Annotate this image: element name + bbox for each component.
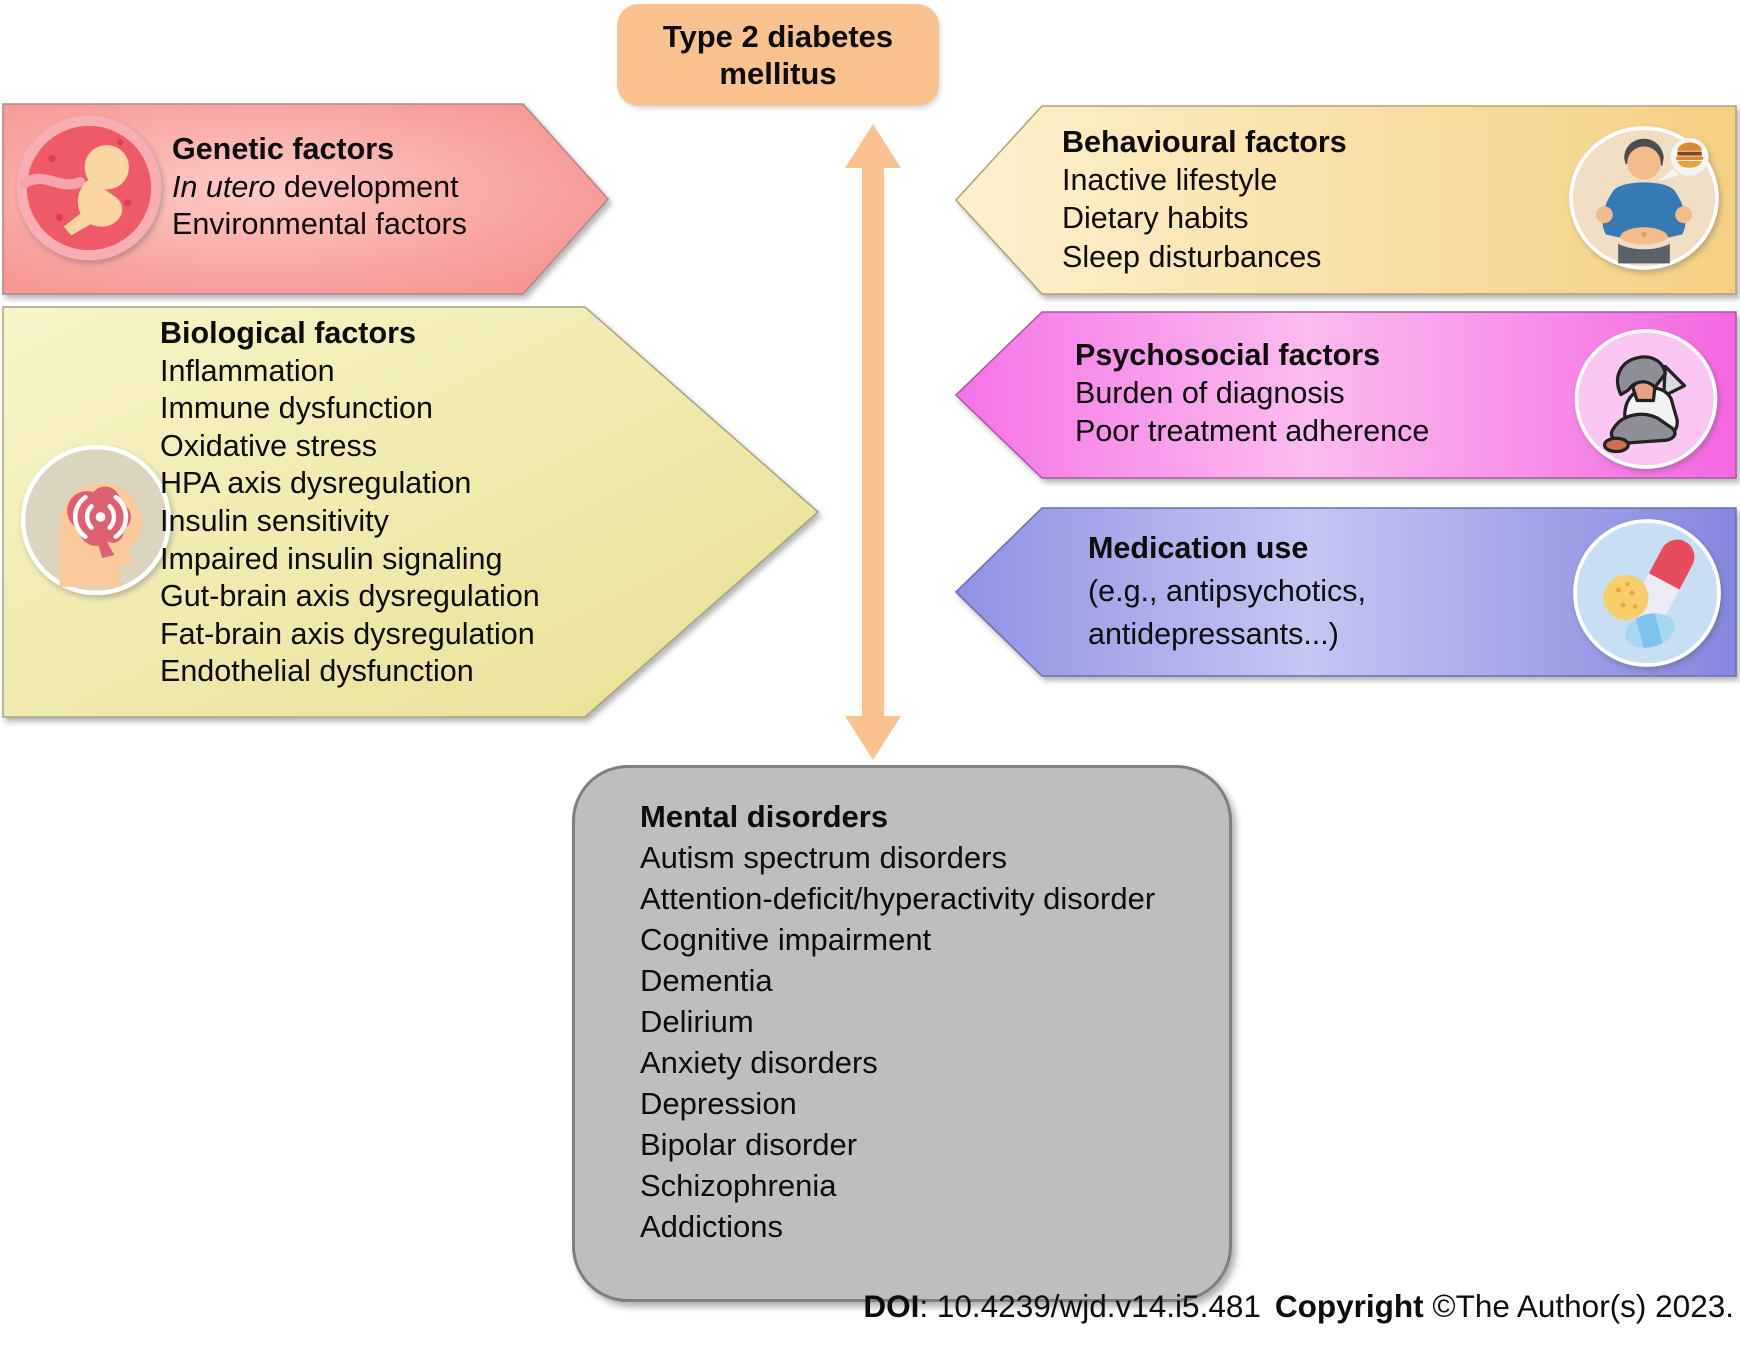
doi-value: : 10.4239/wjd.v14.i5.481 <box>919 1288 1261 1324</box>
genetic-factors-heading: Genetic factors <box>172 132 395 166</box>
psychosocial-factors-text: Psychosocial factors Burden of diagnosis… <box>1075 336 1429 451</box>
behavioural-item: Sleep disturbances <box>1062 239 1322 274</box>
mental-disorders-text: Mental disorders Autism spectrum disorde… <box>640 796 1155 1247</box>
biological-item: Endothelial dysfunction <box>160 654 474 689</box>
doi-label: DOI <box>863 1288 920 1324</box>
mental-disorders-box <box>572 765 1232 1302</box>
overweight-person-icon <box>1569 126 1719 270</box>
biological-item: Insulin sensitivity <box>160 503 389 538</box>
mental-item: Bipolar disorder <box>640 1127 858 1162</box>
mental-item: Dementia <box>640 963 773 998</box>
genetic-item: In utero development <box>172 169 467 207</box>
mental-item: Cognitive impairment <box>640 922 932 957</box>
behavioural-item: Dietary habits <box>1062 201 1249 236</box>
biological-factors-arrow-shape <box>2 306 820 718</box>
mental-item: Autism spectrum disorders <box>640 840 1007 875</box>
psychosocial-factors-heading: Psychosocial factors <box>1075 338 1381 372</box>
copyright-label: Copyright <box>1274 1288 1424 1324</box>
biological-item: Fat-brain axis dysregulation <box>160 616 535 651</box>
genetic-item: Environmental factors <box>172 207 467 241</box>
biological-item: Gut-brain axis dysregulation <box>160 579 540 614</box>
psychosocial-factors-arrow-shape <box>955 311 1737 479</box>
biological-factors-text: Biological factors Inflammation Immune d… <box>160 315 540 691</box>
biological-item: Impaired insulin signaling <box>160 541 503 576</box>
behavioural-factors-text: Behavioural factors Inactive lifestyle D… <box>1062 123 1347 276</box>
biological-item: Oxidative stress <box>160 428 377 463</box>
medication-item: antidepressants...) <box>1088 617 1339 651</box>
biological-item: HPA axis dysregulation <box>160 466 472 501</box>
mental-item: Depression <box>640 1086 797 1121</box>
genetic-item-italic: In utero <box>172 169 276 204</box>
mental-item: Schizophrenia <box>640 1168 837 1203</box>
pills-icon <box>1573 519 1721 667</box>
genetic-item-rest: development <box>275 169 459 204</box>
genetic-factors-text: Genetic factors In utero development Env… <box>172 131 467 244</box>
medication-use-heading: Medication use <box>1088 531 1309 565</box>
brain-signal-icon <box>20 444 172 596</box>
t2dm-title-label: Type 2 diabetes mellitus <box>662 19 894 91</box>
mental-item: Attention-deficit/hyperactivity disorder <box>640 881 1156 916</box>
biological-item: Immune dysfunction <box>160 391 433 426</box>
mental-item: Addictions <box>640 1209 784 1244</box>
mental-item: Anxiety disorders <box>640 1045 878 1080</box>
mental-disorders-heading: Mental disorders <box>640 799 889 834</box>
medication-use-text: Medication use (e.g., antipsychotics, an… <box>1088 527 1366 656</box>
mental-item: Delirium <box>640 1004 754 1039</box>
fetus-icon <box>16 115 162 261</box>
medication-use-arrow-shape <box>955 507 1737 677</box>
psychosocial-item: Burden of diagnosis <box>1075 376 1345 411</box>
sad-person-icon <box>1574 329 1718 469</box>
genetic-factors-arrow-shape <box>2 103 610 295</box>
psychosocial-item: Poor treatment adherence <box>1075 414 1430 449</box>
behavioural-factors-arrow-shape <box>955 105 1737 295</box>
double-headed-arrow <box>845 124 901 760</box>
biological-factors-heading: Biological factors <box>160 316 416 350</box>
copyright-value: ©The Author(s) 2023. <box>1423 1288 1734 1324</box>
t2dm-title-box: Type 2 diabetes mellitus <box>617 4 939 106</box>
doi-copyright-line: DOI: 10.4239/wjd.v14.i5.481 Copyright ©Th… <box>863 1288 1734 1325</box>
behavioural-factors-heading: Behavioural factors <box>1062 125 1347 159</box>
biological-item: Inflammation <box>160 353 335 388</box>
medication-item: (e.g., antipsychotics, <box>1088 574 1367 608</box>
behavioural-item: Inactive lifestyle <box>1062 163 1278 198</box>
